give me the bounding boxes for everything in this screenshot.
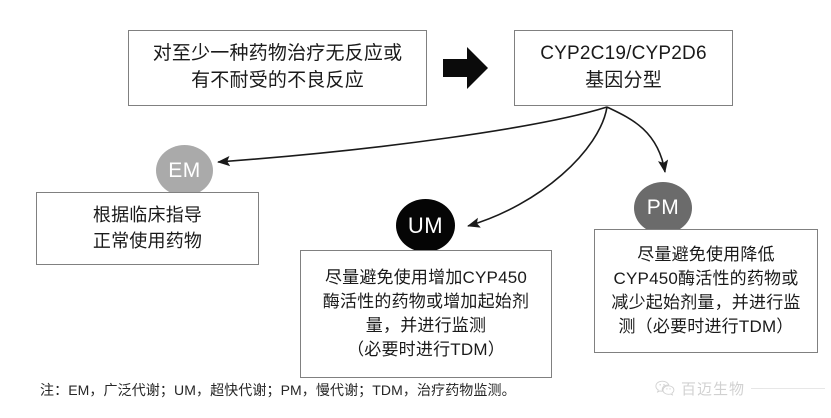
node-genotyping-test-label: CYP2C19/CYP2D6 基因分型 <box>540 43 707 91</box>
watermark: 百迈生物 <box>655 376 825 400</box>
phenotype-badge-um: UM <box>396 199 455 252</box>
phenotype-badge-pm-label: PM <box>646 196 680 219</box>
phenotype-badge-um-label: UM <box>407 212 444 238</box>
watermark-rule <box>751 387 825 389</box>
block-arrow-right-icon <box>443 47 488 89</box>
node-um-recommendation-label: 尽量避免使用增加CYP450 酶活性的药物或增加起始剂 量，并进行监测 （必要时… <box>322 267 530 360</box>
connector-genotyping-to-pm <box>606 106 669 173</box>
node-clinical-presentation-label: 对至少一种药物治疗无反应或 有不耐受的不良反应 <box>152 43 403 91</box>
phenotype-badge-pm: PM <box>634 182 692 234</box>
node-em-recommendation-label: 根据临床指导 正常使用药物 <box>92 204 203 251</box>
watermark-label: 百迈生物 <box>681 380 746 398</box>
phenotype-badge-em: EM <box>156 145 213 196</box>
node-genotyping-test: CYP2C19/CYP2D6 基因分型 <box>514 30 733 106</box>
phenotype-badge-em-label: EM <box>168 158 201 182</box>
node-pm-recommendation: 尽量避免使用降低 CYP450酶活性的药物或 减少起始剂量，并进行监 测（必要时… <box>594 229 818 353</box>
node-um-recommendation: 尽量避免使用增加CYP450 酶活性的药物或增加起始剂 量，并进行监测 （必要时… <box>300 250 552 378</box>
node-clinical-presentation: 对至少一种药物治疗无反应或 有不耐受的不良反应 <box>128 30 427 106</box>
figure-footnote: 注：EM，广泛代谢；UM，超快代谢；PM，慢代谢；TDM，治疗药物监测。 <box>40 382 516 398</box>
connector-genotyping-to-um <box>467 106 608 228</box>
node-pm-recommendation-label: 尽量避免使用降低 CYP450酶活性的药物或 减少起始剂量，并进行监 测（必要时… <box>611 244 801 337</box>
connector-genotyping-to-em <box>217 106 608 167</box>
node-em-recommendation: 根据临床指导 正常使用药物 <box>36 192 259 265</box>
wechat-icon <box>655 380 675 396</box>
